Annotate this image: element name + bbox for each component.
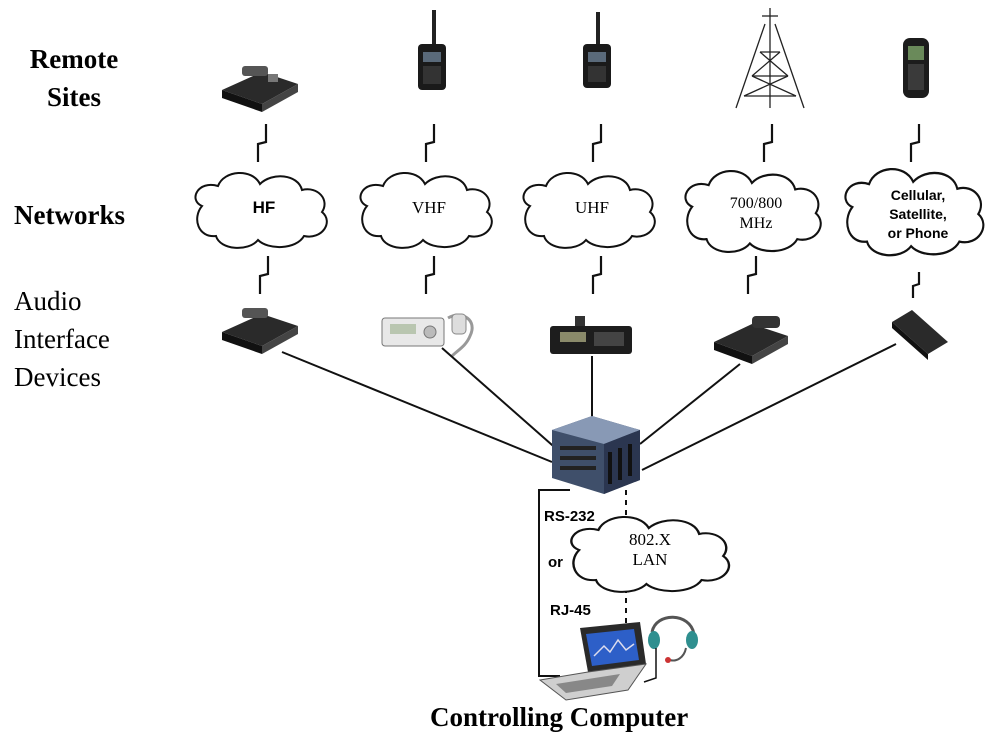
wireless-link-icon	[256, 122, 921, 164]
row-label-line: Devices	[14, 362, 101, 392]
lan-label-line: 802.X	[628, 530, 672, 549]
mobile-radio-icon	[714, 316, 788, 364]
uhf-base-radio-icon	[550, 316, 632, 354]
rj45-label: RJ-45	[550, 602, 591, 619]
row-label-line: Sites	[47, 82, 101, 112]
network-label-hf: HF	[252, 198, 276, 217]
radio-tower-icon	[735, 8, 805, 109]
network-label-cellular: Cellular, Satellite, or Phone	[858, 186, 978, 243]
controlling-computer-label: Controlling Computer	[430, 702, 689, 732]
network-label-vhf: VHF	[411, 198, 446, 217]
lan-label-line: LAN	[632, 550, 668, 569]
handheld-radio-icon	[418, 10, 446, 90]
or-label: or	[548, 554, 563, 571]
network-label-line: or Phone	[887, 225, 949, 241]
wireless-link-icon	[258, 254, 758, 296]
network-label-line: 700/800	[729, 195, 783, 212]
laptop-icon	[538, 622, 648, 701]
row-label-networks: Networks	[14, 200, 125, 230]
lan-label: 802.X LAN	[598, 530, 702, 570]
network-label-line: Satellite,	[889, 206, 947, 222]
wireless-link-icon	[911, 272, 921, 298]
marine-radio-icon	[381, 313, 474, 358]
handheld-radio-icon	[583, 12, 611, 88]
rs232-label: RS-232	[544, 508, 595, 525]
phone-interface-device-icon	[892, 310, 948, 360]
network-label-uhf: UHF	[574, 198, 609, 217]
network-label-700-800-mhz: 700/800 MHz	[708, 194, 804, 234]
row-label-remote-sites: Remote Sites	[26, 40, 122, 116]
rs232-cable-line	[538, 489, 570, 677]
row-label-line: Interface	[14, 324, 110, 354]
row-label-audio-interface-devices: Audio Interface Devices	[14, 282, 110, 396]
network-label-line: Cellular,	[890, 187, 946, 203]
network-label-line: MHz	[739, 215, 773, 232]
row-label-line: Remote	[29, 44, 119, 74]
hf-mobile-radio-icon	[222, 66, 298, 112]
cell-phone-icon	[903, 38, 929, 98]
hf-mobile-radio-icon	[222, 308, 298, 354]
row-label-line: Audio	[14, 286, 82, 316]
audio-cable-lines	[281, 343, 897, 471]
audio-interface-rack-icon	[552, 416, 640, 494]
headset-icon	[643, 615, 698, 683]
